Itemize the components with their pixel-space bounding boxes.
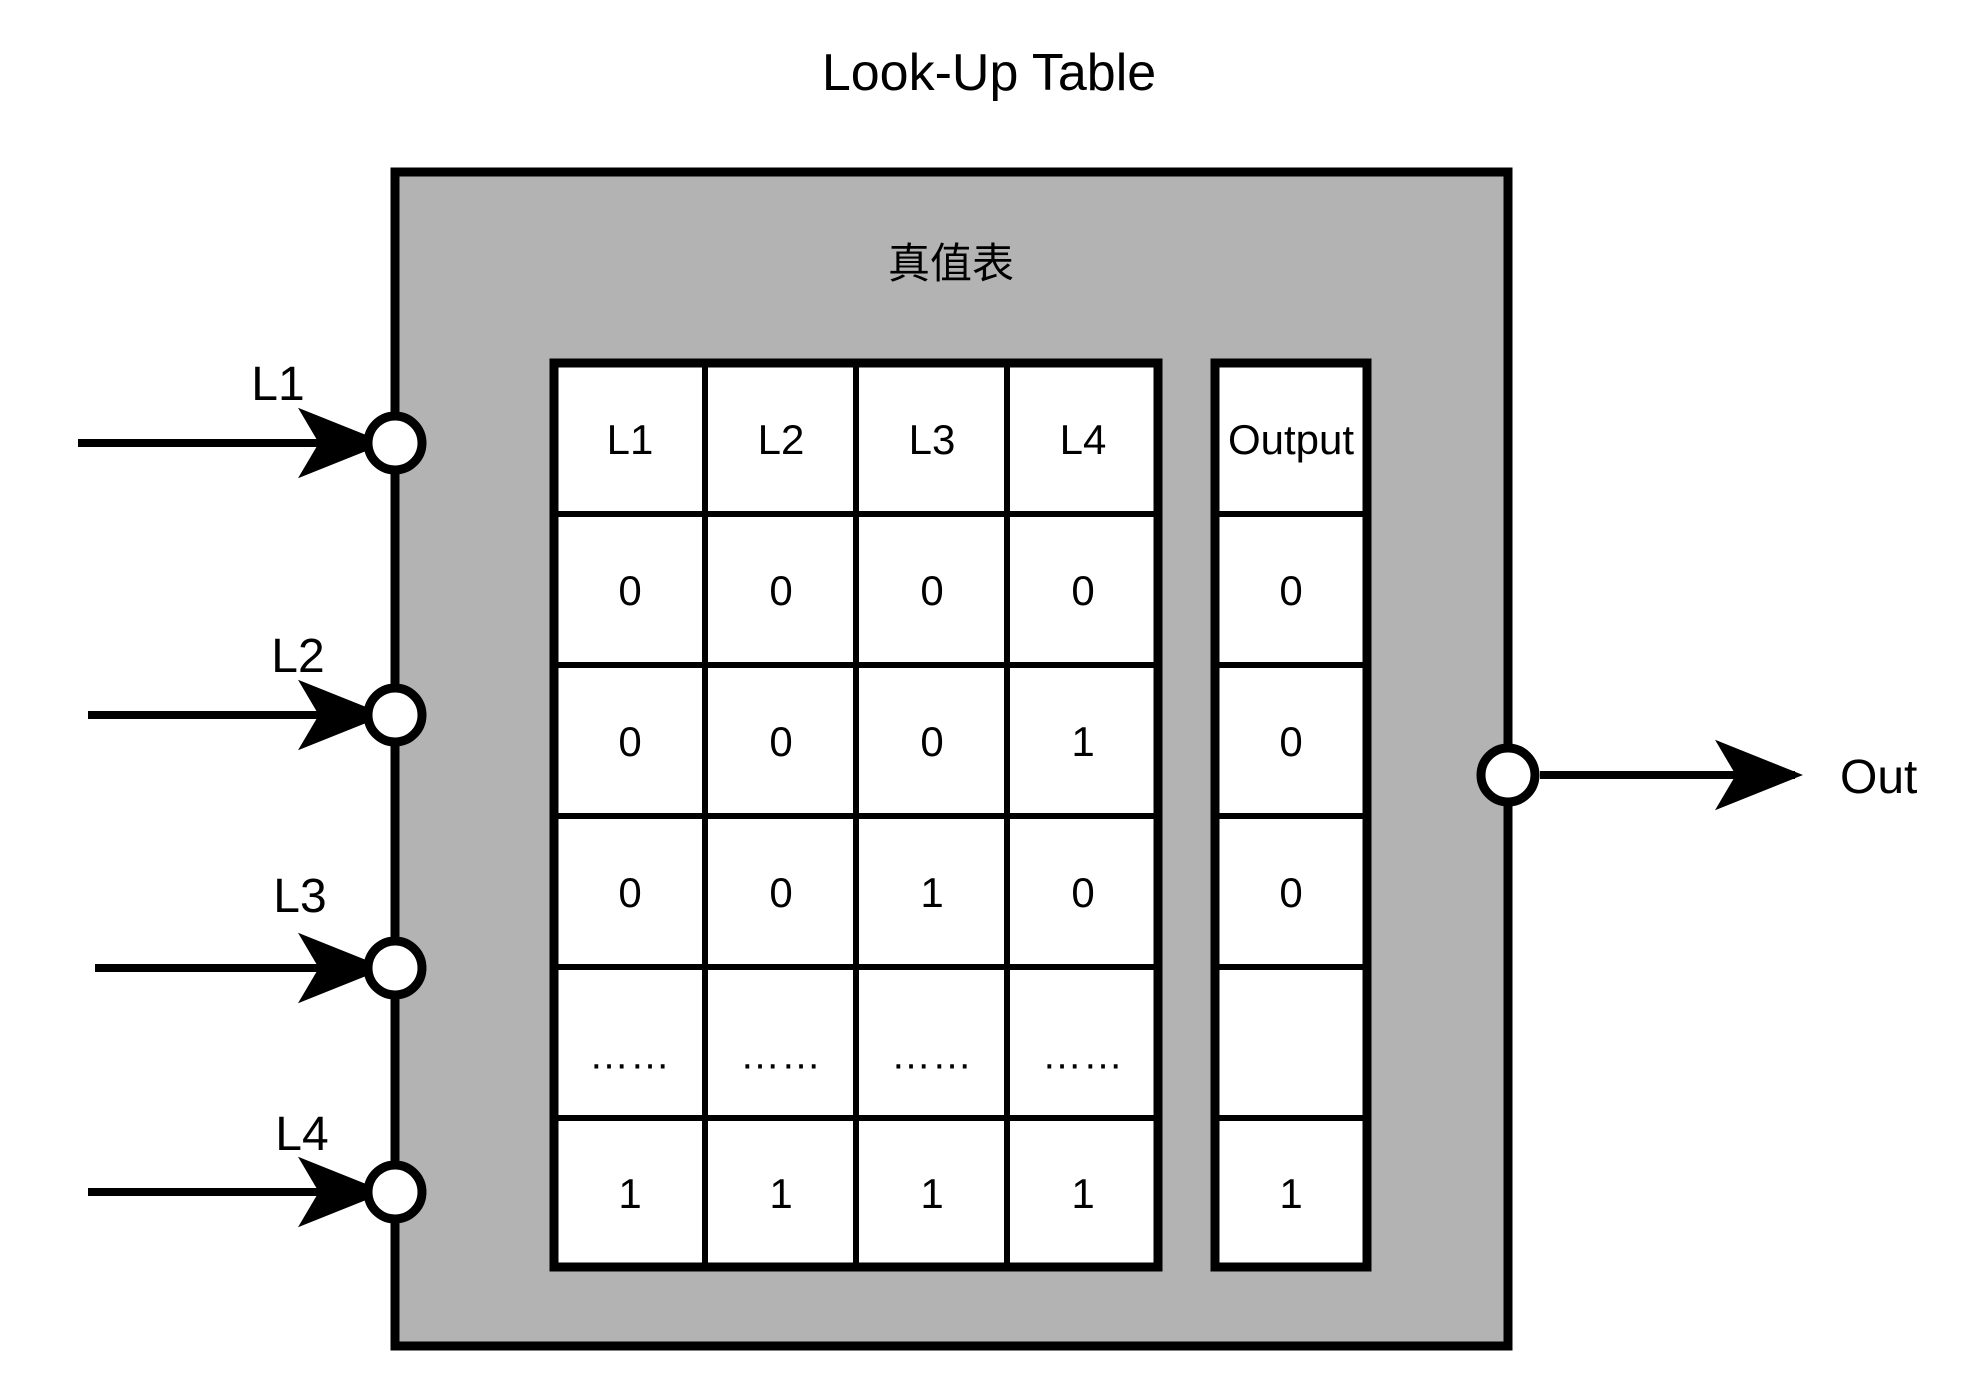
table-cell: 1 xyxy=(920,1170,943,1217)
table-cell-output: 0 xyxy=(1279,718,1302,765)
table-header-cell: L4 xyxy=(1060,416,1107,463)
table-cell: 1 xyxy=(1071,1170,1094,1217)
output-port-circle[interactable] xyxy=(1476,743,1540,807)
table-cell-output: 1 xyxy=(1279,1170,1302,1217)
input-port-circle-l1[interactable] xyxy=(363,411,427,475)
input-port-l3[interactable]: L3 xyxy=(95,870,427,1004)
table-header-cell-output: Output xyxy=(1228,416,1354,463)
truth-table-inputs: L1 L2 L3 L4 0 0 0 0 0 0 0 1 0 0 1 xyxy=(549,358,1163,1272)
table-cell: 1 xyxy=(618,1170,641,1217)
truth-table-output: Output 0 0 0 1 xyxy=(1210,358,1372,1272)
table-row: …… …… …… …… xyxy=(589,1034,1124,1078)
table-cell: …… xyxy=(1042,1034,1124,1078)
input-port-l4[interactable]: L4 xyxy=(88,1108,427,1228)
table-cell: 1 xyxy=(1071,718,1094,765)
table-cell: 0 xyxy=(769,718,792,765)
table-row: 1 1 1 1 xyxy=(618,1170,1094,1217)
input-port-l1[interactable]: L1 xyxy=(78,358,427,479)
table-cell: 0 xyxy=(618,869,641,916)
table-cell: 0 xyxy=(920,718,943,765)
table-cell-output: 0 xyxy=(1279,869,1302,916)
table-cell: …… xyxy=(589,1034,671,1078)
page-title: Look-Up Table xyxy=(822,44,1156,102)
table-cell: 1 xyxy=(769,1170,792,1217)
box-caption: 真值表 xyxy=(888,239,1014,288)
input-label-l2: L2 xyxy=(271,630,324,683)
table-cell: 0 xyxy=(1071,869,1094,916)
table-header-cell: L3 xyxy=(909,416,956,463)
table-row: 0 0 1 0 xyxy=(618,869,1094,916)
table-header-cell: L1 xyxy=(607,416,654,463)
input-port-circle-l3[interactable] xyxy=(363,936,427,1000)
input-port-circle-l4[interactable] xyxy=(363,1160,427,1224)
input-label-l3: L3 xyxy=(273,870,326,923)
table-cell: …… xyxy=(740,1034,822,1078)
table-cell: 0 xyxy=(769,869,792,916)
table-row: 0 0 0 0 xyxy=(618,567,1094,614)
table-cell: 1 xyxy=(920,869,943,916)
table-cell: …… xyxy=(891,1034,973,1078)
table-cell-output: 0 xyxy=(1279,567,1302,614)
table-cell: 0 xyxy=(769,567,792,614)
table-cell: 0 xyxy=(920,567,943,614)
table-header-cell: L2 xyxy=(758,416,805,463)
table-cell: 0 xyxy=(618,567,641,614)
input-label-l1: L1 xyxy=(251,358,304,411)
input-label-l4: L4 xyxy=(275,1108,328,1161)
table-row: 0 0 0 1 xyxy=(618,718,1094,765)
input-port-circle-l2[interactable] xyxy=(363,683,427,747)
output-label: Out xyxy=(1840,751,1917,804)
table-cell: 0 xyxy=(618,718,641,765)
input-port-l2[interactable]: L2 xyxy=(88,630,427,751)
output-port[interactable]: Out xyxy=(1476,739,1917,811)
table-cell: 0 xyxy=(1071,567,1094,614)
